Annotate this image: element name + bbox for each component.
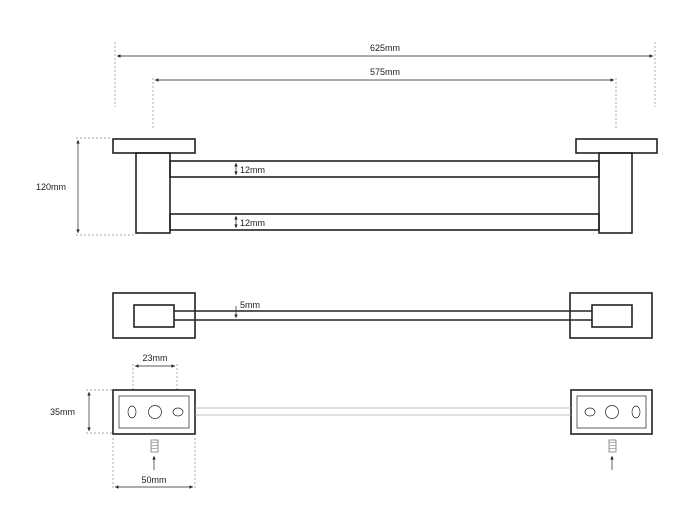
front-view: 625mm 575mm 120mm	[36, 42, 658, 236]
top-rail-gap-dimension: 5mm	[234, 300, 260, 318]
plate-width-dimension: 50mm	[112, 438, 196, 490]
mounting-distance-label: 575mm	[370, 67, 400, 77]
top-view: 5mm	[112, 292, 653, 339]
top-right-base	[569, 292, 653, 339]
left-mounting-plate	[112, 389, 196, 435]
top-rail-gap-label: 5mm	[240, 300, 260, 310]
overall-width-dimension: 625mm	[114, 42, 656, 107]
left-plate-center-hole	[148, 405, 162, 419]
right-bracket	[575, 138, 658, 234]
upper-rail	[169, 160, 600, 178]
left-plate-oval-hole	[172, 407, 184, 417]
right-plate-slot-hole	[631, 405, 641, 419]
lower-rail-gap-dimension: 12mm	[234, 216, 265, 228]
overall-width-label: 625mm	[370, 43, 400, 53]
hole-spacing-label: 23mm	[142, 353, 167, 363]
upper-rail-gap-label: 12mm	[240, 165, 265, 175]
top-left-base	[112, 292, 196, 339]
hole-spacing-dimension: 23mm	[132, 353, 178, 390]
upper-rail-gap-dimension: 12mm	[234, 163, 265, 175]
height-label: 120mm	[36, 182, 66, 192]
mounting-view: 23mm 35mm	[50, 353, 653, 490]
height-dimension: 120mm	[36, 137, 134, 236]
mounting-distance-dimension: 575mm	[152, 67, 617, 130]
top-rail	[174, 310, 592, 321]
right-plate-oval-hole	[584, 407, 596, 417]
right-mounting-plate	[570, 389, 653, 435]
lower-rail-gap-label: 12mm	[240, 218, 265, 228]
left-plate-slot-hole	[127, 405, 137, 419]
right-screw	[608, 439, 617, 453]
plate-width-label: 50mm	[141, 475, 166, 485]
right-plate-center-hole	[605, 405, 619, 419]
plate-height-dimension: 35mm	[50, 389, 112, 434]
plate-height-label: 35mm	[50, 407, 75, 417]
lower-rail	[169, 213, 600, 231]
left-screw	[150, 439, 159, 453]
left-bracket	[112, 138, 196, 234]
mounting-view-rail	[195, 407, 571, 416]
